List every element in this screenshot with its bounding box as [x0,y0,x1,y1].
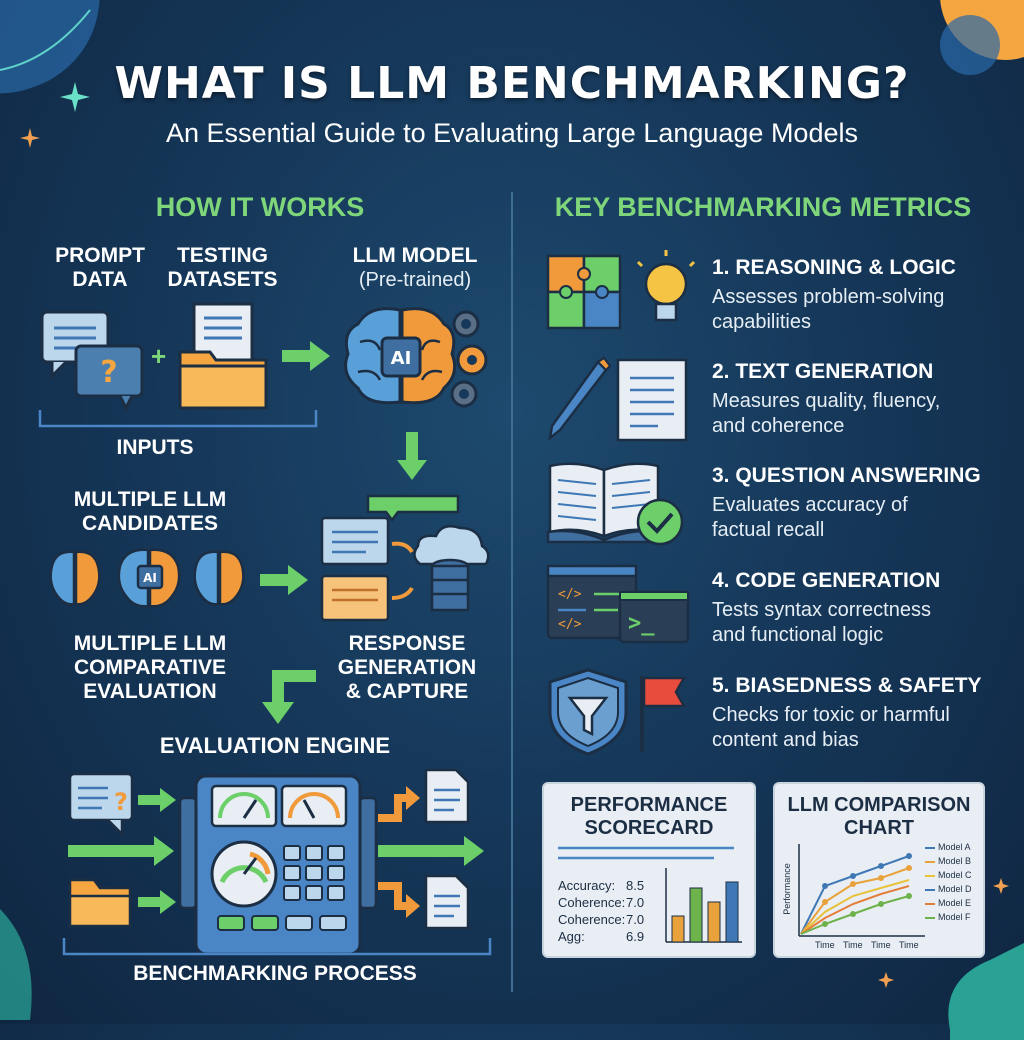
comparison-chart-ylabel: Performance [782,863,792,915]
metrics-title: KEY BENCHMARKING METRICS [554,192,972,222]
x-tick-label: Time [871,940,891,950]
svg-text:</>: </> [558,617,582,632]
metric-4-title: 4. CODE GENERATION [712,569,941,592]
plus-icon: + [151,341,167,371]
puzzle-lightbulb-icon [546,250,696,330]
decor-blob-bottom-left [0,909,32,1020]
score-row: Coherence:7.0 [558,912,645,927]
inputs-label: INPUTS [116,436,194,459]
decor-blob-top-right [940,0,1024,75]
svg-text:AI: AI [143,571,157,585]
shield-flag-icon [548,668,687,756]
how-it-works-title: HOW IT WORKS [155,192,365,222]
score-row: Coherence:7.0 [558,895,645,910]
arrow-right-icon [282,341,330,371]
code-terminal-icon: </> </> >_ [546,564,690,644]
multiple-brains-icon: AI [49,548,245,608]
decor-blob-bottom-right [948,943,1024,1040]
page-title: WHAT IS LLM BENCHMARKING? [114,58,910,109]
scorecard-bar [707,901,721,943]
svg-text:?: ? [100,355,117,390]
sparkle-icon [20,128,40,148]
metric-3-title: 3. QUESTION ANSWERING [712,464,981,487]
folder-documents-icon [178,302,268,410]
scorecard-divider-lines [558,846,734,860]
question-chat-icon: ? [68,772,134,838]
sparkle-icon [878,972,894,988]
inputs-bracket [38,410,318,428]
legend-item-model-b: Model B [925,856,971,866]
metric-1-title: 1. REASONING & LOGIC [712,256,956,279]
arrow-down-right-icon [378,882,420,918]
arrow-right-icon [138,890,176,914]
svg-text:</>: </> [558,587,582,602]
arrow-down-icon [397,432,427,480]
legend-item-model-d: Model D [925,884,972,894]
benchmarking-process-bracket [62,938,492,956]
score-row: Agg:6.9 [558,929,645,944]
legend-item-model-f: Model F [925,912,971,922]
svg-text:?: ? [114,788,128,816]
sparkle-icon [993,878,1009,894]
llm-model-label: LLM MODEL (Pre-trained) [352,244,478,291]
metric-2-title: 2. TEXT GENERATION [712,360,934,383]
response-capture-icon [320,494,490,622]
decor-blob-top-left [0,0,100,94]
x-tick-label: Time [815,940,835,950]
page-subtitle: An Essential Guide to Evaluating Large L… [166,118,858,148]
evaluation-engine-label: EVALUATION ENGINE [159,733,391,758]
arrow-bent-down-icon [262,670,316,724]
x-tick-label: Time [899,940,919,950]
x-tick-label: Time [843,940,863,950]
column-divider [511,192,513,992]
arrow-up-right-icon [378,786,420,822]
scorecard-bar [671,915,685,943]
evaluation-engine-machine-icon [178,774,378,956]
legend-item-model-e: Model E [925,898,971,908]
metric-2-desc: Measures quality, fluency,and coherence [712,390,941,437]
document-icon [424,874,470,930]
series-line-model-e [800,885,910,935]
chat-bubbles-icon: ? [40,310,144,412]
arrow-right-icon [378,836,484,866]
arrow-right-icon [68,836,174,866]
arrow-right-icon [260,565,308,595]
arrow-right-icon [138,788,176,812]
metric-5-title: 5. BIASEDNESS & SAFETY [712,674,982,697]
score-row: Accuracy:8.5 [558,878,645,893]
benchmarking-process-label: BENCHMARKING PROCESS [133,962,417,985]
scorecard-bar [689,887,703,943]
brain-ai-icon: AI [344,307,488,408]
book-check-icon [546,462,684,546]
pen-document-icon [548,356,688,442]
scorecard-bar-chart [665,868,742,943]
svg-text:AI: AI [391,348,412,369]
legend-item-model-a: Model A [925,842,971,852]
series-points [822,853,912,927]
series-line-model-c [800,879,910,935]
comparison-line-chart [798,844,925,937]
scorecard-bar [725,881,739,943]
legend-item-model-c: Model C [925,870,972,880]
svg-text:>_: >_ [628,611,655,636]
document-icon [424,768,470,824]
folder-icon [68,878,132,928]
sparkle-icon [60,82,90,112]
